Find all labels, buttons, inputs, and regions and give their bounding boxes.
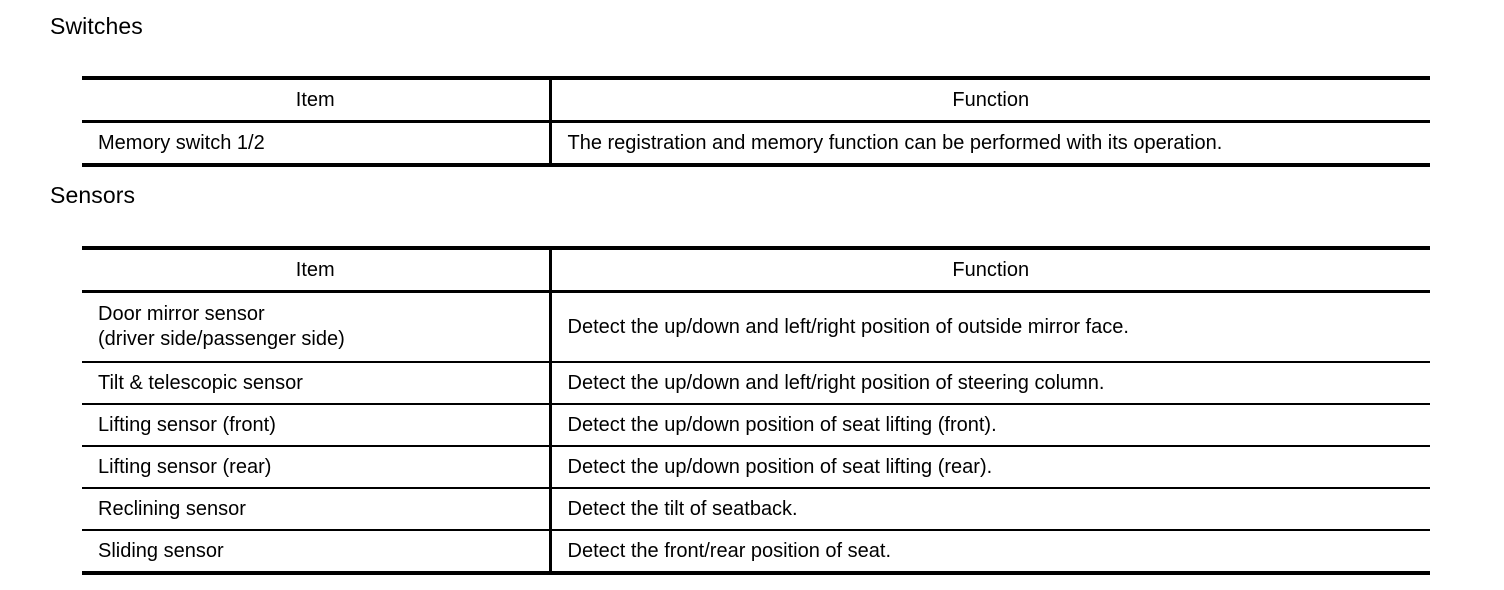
cell-function: Detect the up/down and left/right positi… bbox=[550, 361, 1430, 404]
switches-table: Item Function Memory switch 1/2 The regi… bbox=[82, 76, 1430, 167]
table-row: Lifting sensor (rear) Detect the up/down… bbox=[82, 445, 1430, 488]
cell-item-line: Reclining sensor bbox=[98, 497, 246, 520]
cell-item-line: Sliding sensor bbox=[98, 539, 224, 562]
cell-function: Detect the tilt of seatback. bbox=[550, 487, 1430, 530]
table-row: Door mirror sensor (driver side/passenge… bbox=[82, 291, 1430, 362]
table-header-row: Item Function bbox=[82, 248, 1430, 293]
column-header-function: Function bbox=[550, 248, 1430, 293]
cell-item: Lifting sensor (rear) bbox=[82, 445, 552, 488]
cell-function: Detect the front/rear position of seat. bbox=[550, 529, 1430, 573]
cell-item: Door mirror sensor (driver side/passenge… bbox=[82, 291, 552, 362]
cell-function: Detect the up/down position of seat lift… bbox=[550, 403, 1430, 446]
cell-item: Sliding sensor bbox=[82, 529, 552, 573]
table-row: Lifting sensor (front) Detect the up/dow… bbox=[82, 403, 1430, 446]
table-row: Reclining sensor Detect the tilt of seat… bbox=[82, 487, 1430, 530]
column-header-item: Item bbox=[82, 248, 552, 293]
switches-table-body: Memory switch 1/2 The registration and m… bbox=[82, 121, 1430, 165]
switches-table-head: Item Function bbox=[82, 78, 1430, 123]
cell-function: Detect the up/down and left/right positi… bbox=[567, 315, 1129, 338]
table-header-row: Item Function bbox=[82, 78, 1430, 123]
table-row: Tilt & telescopic sensor Detect the up/d… bbox=[82, 361, 1430, 404]
section-heading-sensors: Sensors bbox=[50, 182, 136, 208]
sensors-table: Item Function Door mirror sensor (driver… bbox=[82, 246, 1430, 575]
cell-item-line: Lifting sensor (front) bbox=[98, 413, 276, 436]
cell-item: Reclining sensor bbox=[82, 487, 552, 530]
table-row: Memory switch 1/2 The registration and m… bbox=[82, 121, 1430, 165]
cell-item: Memory switch 1/2 bbox=[82, 121, 552, 165]
cell-item-line: Door mirror sensor bbox=[98, 303, 265, 325]
column-header-item: Item bbox=[82, 78, 552, 123]
cell-function: The registration and memory function can… bbox=[567, 131, 1223, 154]
cell-item: Lifting sensor (front) bbox=[82, 403, 552, 446]
cell-item-line: (driver side/passenger side) bbox=[98, 328, 345, 350]
section-heading-switches: Switches bbox=[50, 13, 143, 39]
cell-function: Detect the up/down position of seat lift… bbox=[550, 445, 1430, 488]
sensors-table-body: Door mirror sensor (driver side/passenge… bbox=[82, 291, 1430, 573]
cell-item-line: Lifting sensor (rear) bbox=[98, 455, 272, 478]
sensors-table-head: Item Function bbox=[82, 248, 1430, 293]
column-header-function: Function bbox=[550, 78, 1430, 123]
cell-item-line: Tilt & telescopic sensor bbox=[98, 371, 303, 394]
cell-item: Tilt & telescopic sensor bbox=[82, 361, 552, 404]
cell-item-line: Memory switch 1/2 bbox=[98, 131, 265, 154]
table-row: Sliding sensor Detect the front/rear pos… bbox=[82, 529, 1430, 573]
